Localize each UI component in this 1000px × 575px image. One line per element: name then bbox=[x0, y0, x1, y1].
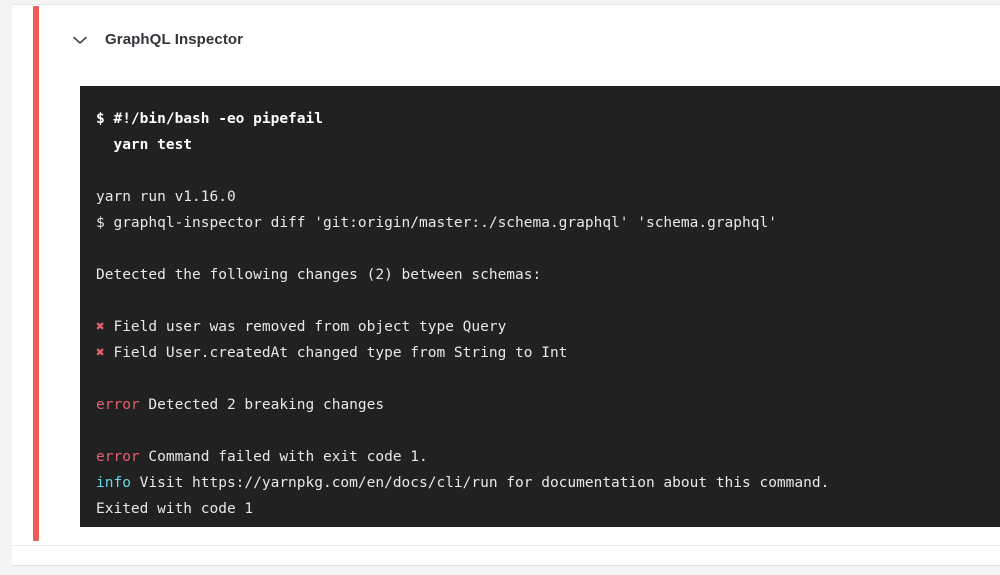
log-line: error Detected 2 breaking changes bbox=[96, 397, 385, 413]
step-divider bbox=[12, 545, 1000, 546]
log-command-text: yarn test bbox=[96, 137, 193, 153]
log-line: error Command failed with exit code 1. bbox=[96, 449, 428, 465]
log-line: $ graphql-inspector diff 'git:origin/mas… bbox=[96, 215, 777, 231]
terminal-output[interactable]: $ #!/bin/bash -eo pipefail yarn test yar… bbox=[80, 86, 1000, 527]
page-title: GraphQL Inspector bbox=[105, 31, 244, 48]
log-line bbox=[96, 236, 996, 262]
step-status-bar-failed bbox=[33, 6, 39, 541]
log-line: $ #!/bin/bash -eo pipefail bbox=[96, 106, 996, 132]
log-error-keyword: error bbox=[96, 449, 140, 465]
step-header[interactable]: GraphQL Inspector bbox=[52, 6, 1000, 73]
failure-mark-icon: ✖ bbox=[96, 345, 105, 361]
log-line bbox=[96, 366, 996, 392]
log-line: info Visit https://yarnpkg.com/en/docs/c… bbox=[96, 475, 830, 491]
chevron-down-icon[interactable] bbox=[67, 27, 93, 53]
log-line: yarn run v1.16.0 bbox=[96, 189, 236, 205]
log-info-keyword: info bbox=[96, 475, 131, 491]
log-line: ✖ Field user was removed from object typ… bbox=[96, 319, 507, 335]
log-line bbox=[96, 158, 996, 184]
log-error-keyword: error bbox=[96, 397, 140, 413]
log-body: $ #!/bin/bash -eo pipefail yarn test yar… bbox=[96, 106, 996, 522]
failure-mark-icon: ✖ bbox=[96, 319, 105, 335]
log-line bbox=[96, 418, 996, 444]
log-line: Detected the following changes (2) betwe… bbox=[96, 267, 542, 283]
log-line: yarn test bbox=[96, 132, 996, 158]
log-line bbox=[96, 288, 996, 314]
log-command-text: $ #!/bin/bash -eo pipefail bbox=[96, 111, 323, 127]
build-step-card: GraphQL Inspector $ #!/bin/bash -eo pipe… bbox=[12, 4, 1000, 566]
log-line: ✖ Field User.createdAt changed type from… bbox=[96, 345, 568, 361]
log-line: Exited with code 1 bbox=[96, 501, 254, 517]
